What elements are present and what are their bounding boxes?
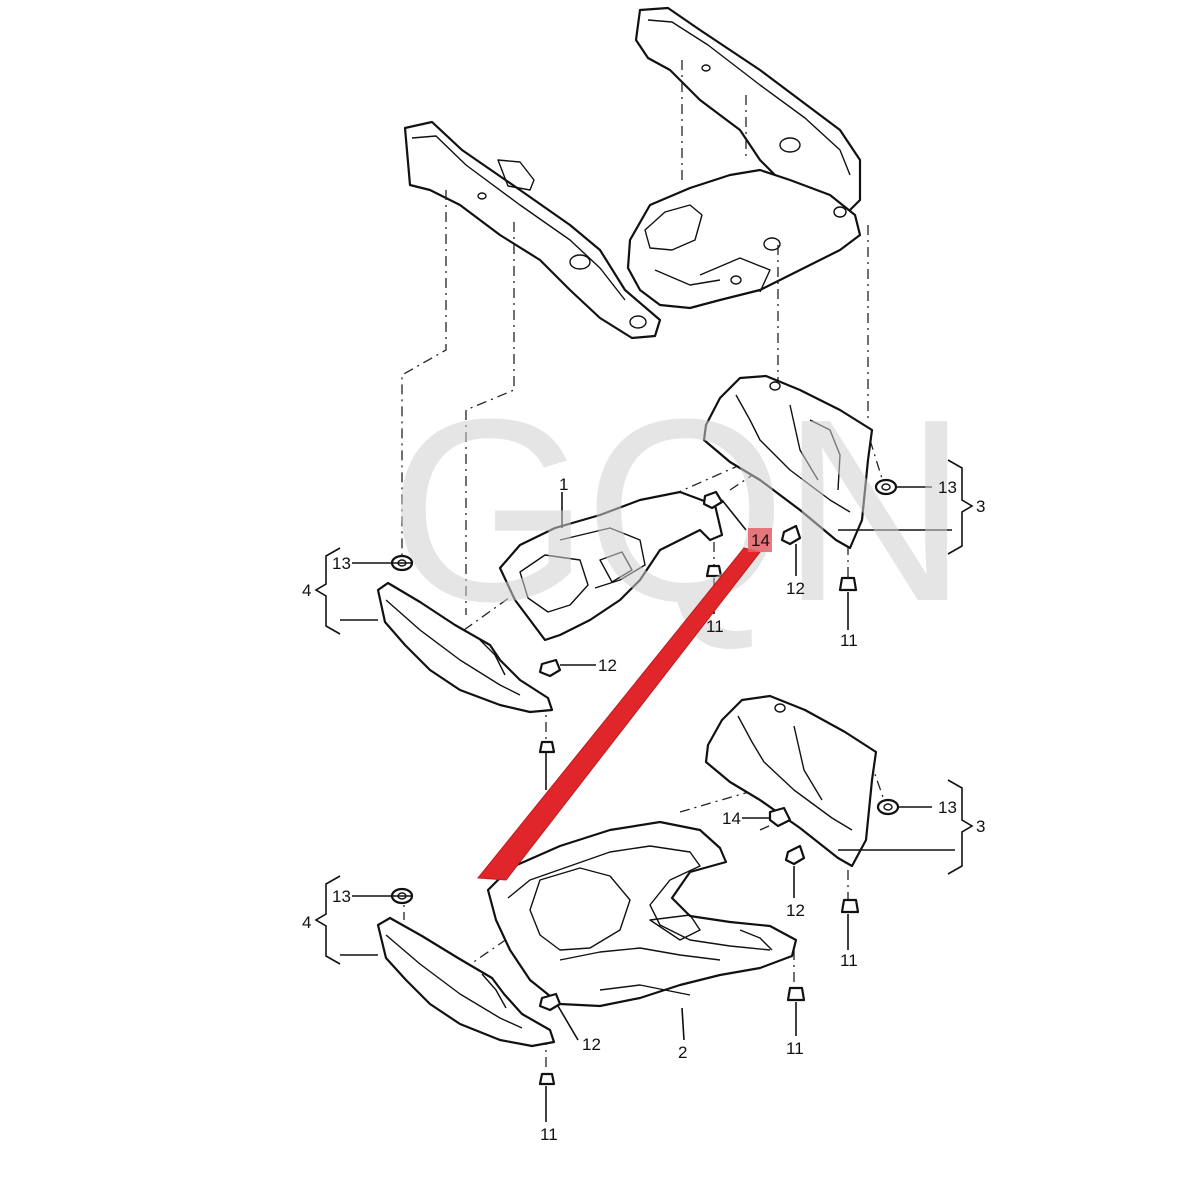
grommet-13-d — [876, 798, 900, 816]
bolt-11-c — [538, 740, 556, 754]
callout-4-top: 4 — [302, 581, 311, 600]
callout-11-d: 11 — [840, 951, 858, 970]
clip-12-b — [780, 524, 802, 546]
bolt-11-e — [786, 986, 806, 1002]
callout-11-e: 11 — [786, 1039, 804, 1058]
callout-3-top: 3 — [976, 497, 985, 516]
engine-guard-upper — [498, 490, 724, 642]
callout-11-a: 11 — [706, 617, 724, 636]
clip-12-d — [784, 844, 806, 866]
side-shield-left-bottom — [376, 916, 556, 1048]
bolt-11-b — [838, 576, 858, 592]
callout-12-b: 12 — [786, 579, 805, 598]
callout-4-bottom: 4 — [302, 913, 311, 932]
callout-11-f: 11 — [540, 1125, 558, 1144]
side-shield-left-top — [376, 581, 554, 714]
subframe — [403, 6, 862, 340]
callout-3-bottom: 3 — [976, 817, 985, 836]
engine-guard-lower — [486, 820, 798, 1008]
bolt-11-d — [840, 898, 860, 914]
callout-12-d: 12 — [786, 901, 805, 920]
callout-13-d: 13 — [938, 798, 957, 817]
highlight-arrow — [477, 528, 772, 881]
clip-12-a — [538, 658, 562, 678]
callout-labels: 1 13 4 13 3 14 12 11 11 12 13 3 14 12 11… — [302, 475, 985, 1144]
callout-11-b: 11 — [840, 631, 858, 650]
bolt-11-f — [538, 1072, 556, 1086]
callout-12-a: 12 — [598, 656, 617, 675]
side-shield-right-bottom — [704, 694, 878, 868]
clip-12-c — [538, 992, 562, 1012]
side-shield-right-top — [702, 374, 874, 550]
callout-12-c: 12 — [582, 1035, 601, 1054]
callout-1: 1 — [559, 475, 568, 494]
highlight-callout-box — [748, 528, 772, 552]
callout-14-highlighted: 14 — [751, 531, 770, 550]
leader-lines — [314, 459, 974, 1122]
nut-14-a — [702, 490, 724, 510]
callout-2: 2 — [678, 1043, 687, 1062]
callout-13-b: 13 — [938, 478, 957, 497]
watermark-text: GQN — [388, 366, 962, 656]
callout-13-a: 13 — [332, 554, 351, 573]
callout-13-c: 13 — [332, 887, 351, 906]
callout-14-b: 14 — [722, 809, 741, 828]
